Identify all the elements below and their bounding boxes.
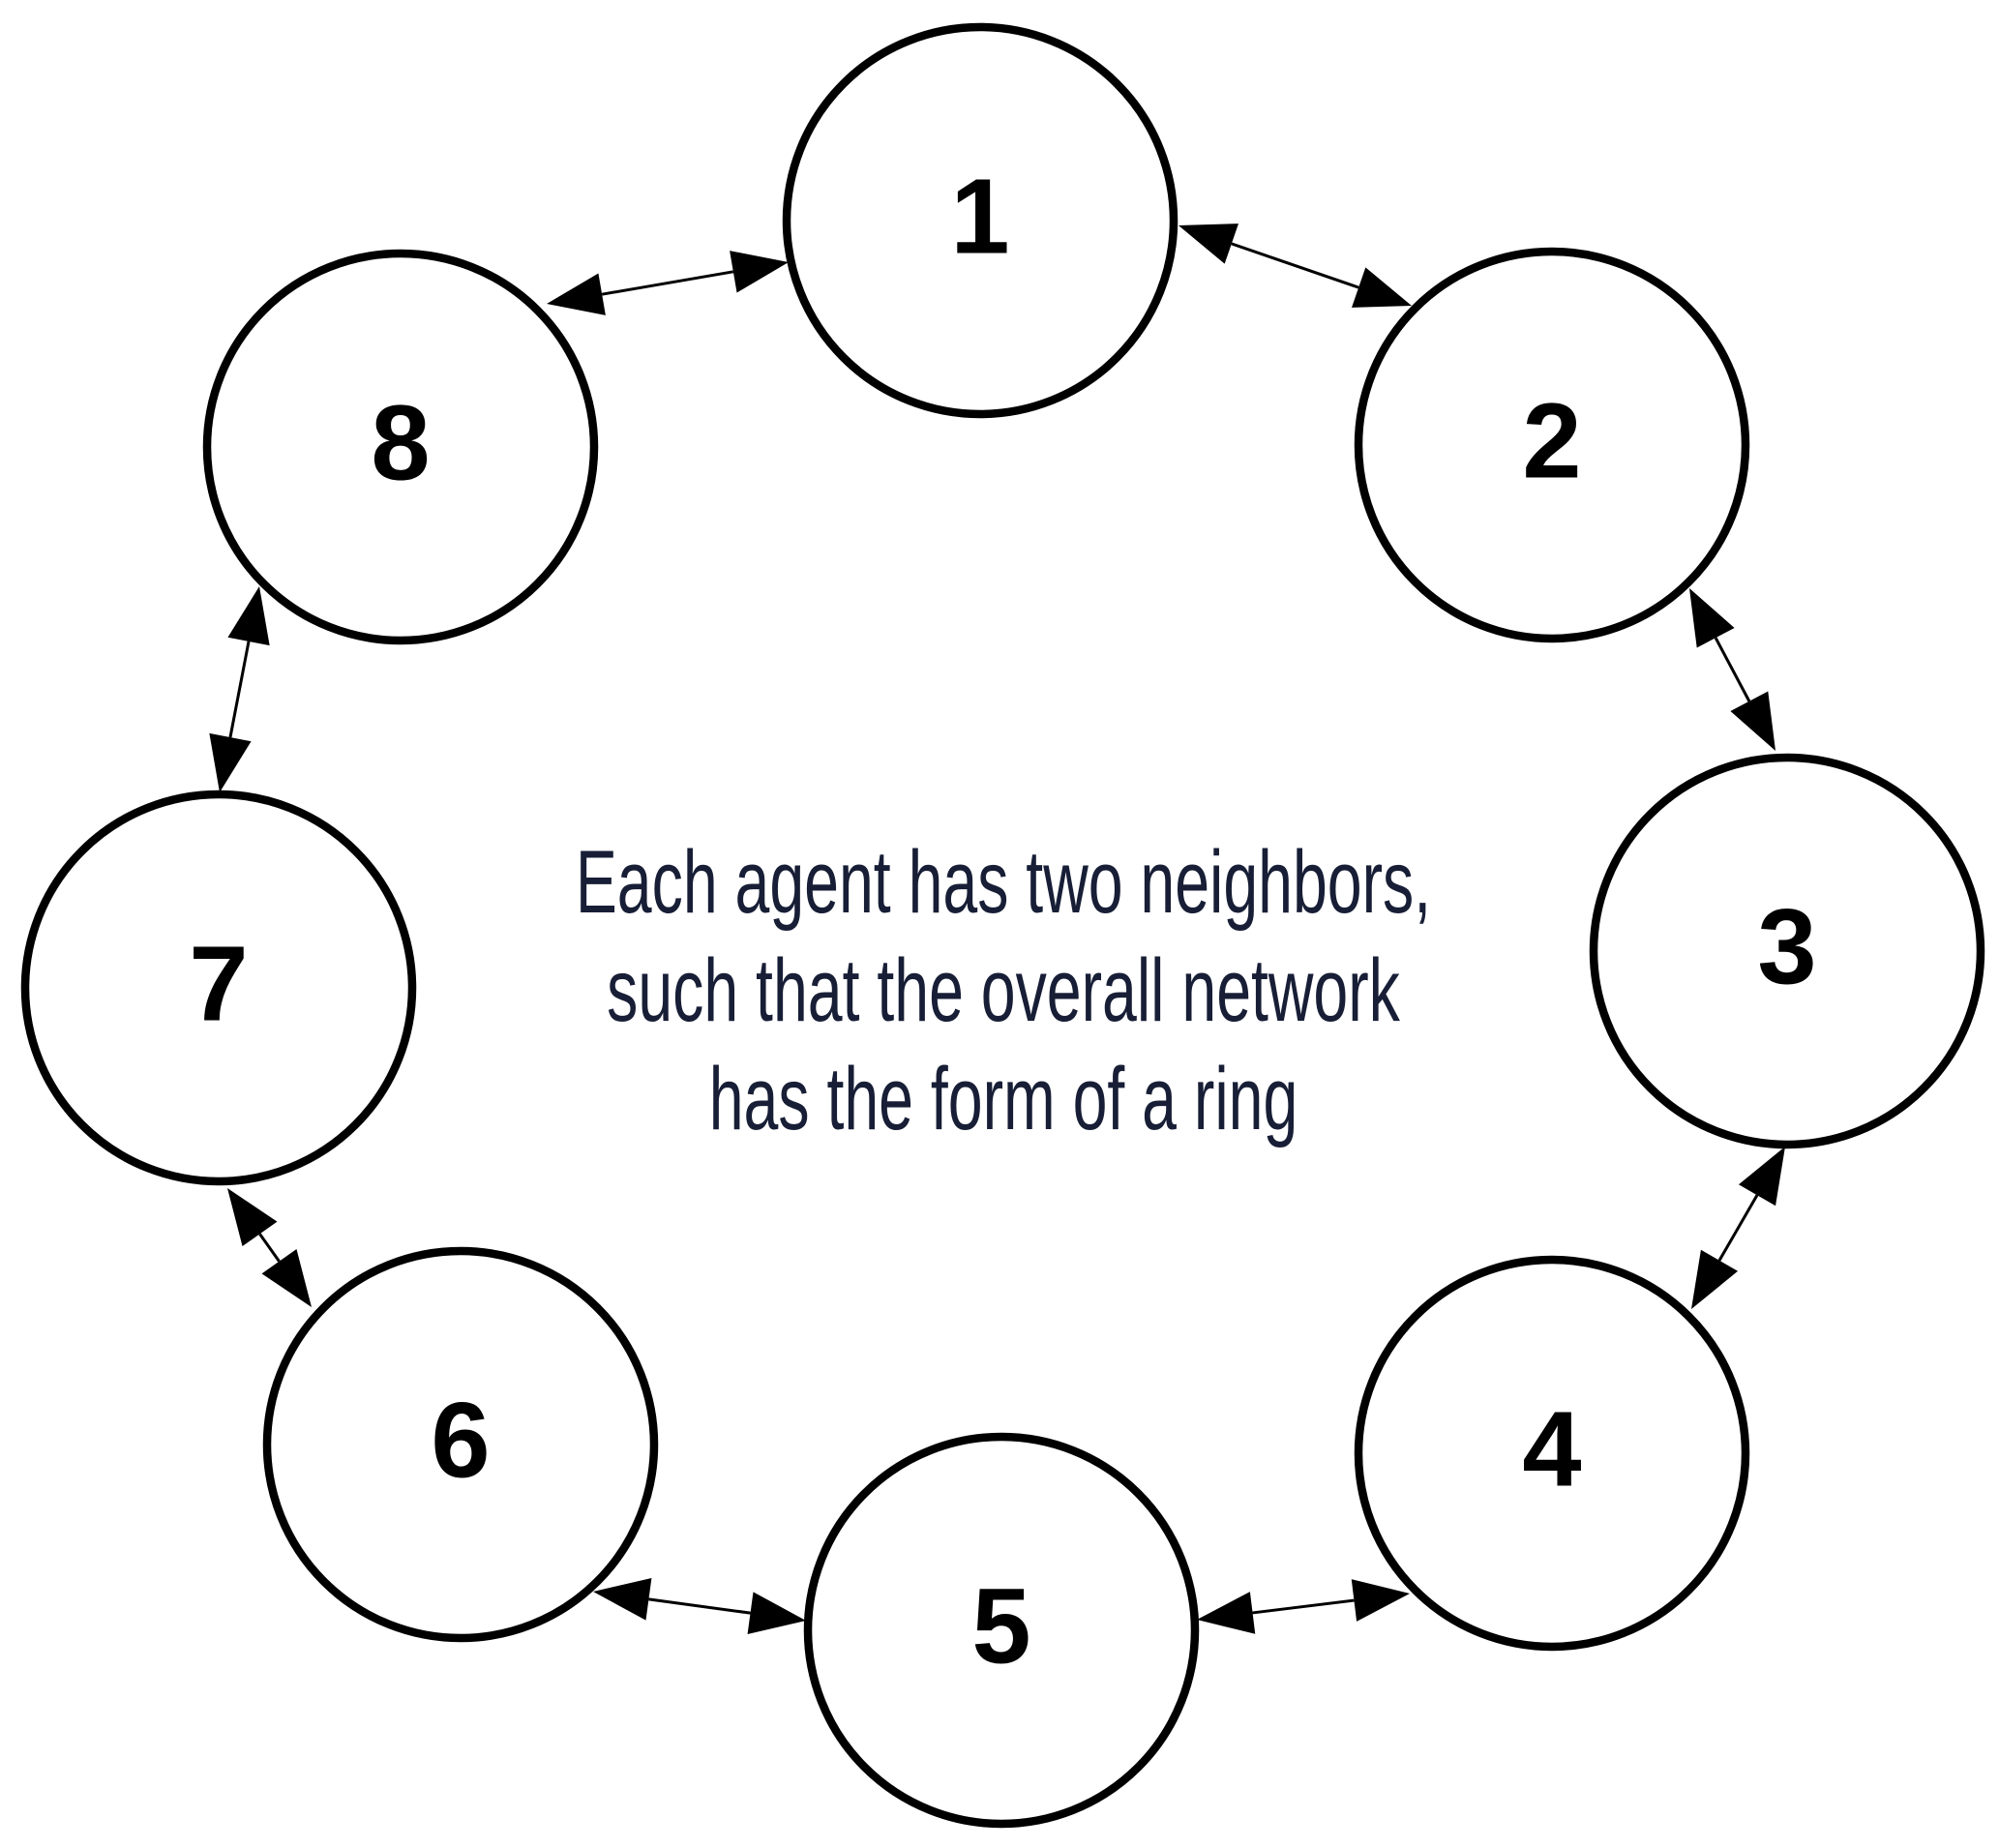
edge-line-5-6 <box>648 1597 751 1615</box>
caption-line-1: Each agent has two neighbors, <box>575 833 1432 932</box>
arrowhead-toward-1 <box>1179 224 1239 264</box>
node-circle-2 <box>1354 247 1750 643</box>
node-5-label: 5 <box>971 1566 1031 1686</box>
arrowhead-toward-1 <box>730 251 789 293</box>
edge-line-2-3 <box>1714 637 1751 702</box>
node-circle-3 <box>1589 753 1985 1149</box>
node-8-label: 8 <box>371 383 431 503</box>
arrowhead-toward-6 <box>593 1578 652 1621</box>
arrowhead-toward-2 <box>1351 267 1412 308</box>
node-2-label: 2 <box>1522 381 1582 501</box>
node-1-label: 1 <box>950 157 1010 277</box>
arrowhead-toward-7 <box>227 1188 278 1247</box>
arrowhead-toward-3 <box>1738 1147 1785 1207</box>
node-3-label: 3 <box>1757 887 1817 1007</box>
arrowhead-toward-2 <box>1689 588 1735 648</box>
node-circle-8 <box>202 249 599 645</box>
edge-line-8-1 <box>601 270 734 296</box>
arrowhead-toward-4 <box>1691 1249 1739 1309</box>
node-circle-6 <box>262 1246 659 1643</box>
arrowhead-toward-7 <box>209 732 252 792</box>
arrowhead-toward-3 <box>1730 691 1775 751</box>
node-circle-5 <box>803 1432 1200 1829</box>
arrowhead-toward-8 <box>227 586 270 646</box>
caption-line-2: such that the overall network <box>607 941 1400 1040</box>
node-7-label: 7 <box>189 924 249 1044</box>
center-caption: Each agent has two neighbors, such that … <box>576 828 1431 1153</box>
node-4-label: 4 <box>1522 1389 1582 1509</box>
arrowhead-toward-4 <box>1351 1579 1410 1622</box>
caption-line-3: has the form of a ring <box>708 1050 1298 1148</box>
edge-line-1-2 <box>1231 242 1359 289</box>
arrowhead-toward-6 <box>261 1248 312 1307</box>
arrowhead-toward-8 <box>547 273 606 315</box>
arrowhead-toward-5 <box>747 1592 806 1634</box>
node-circle-4 <box>1354 1255 1750 1652</box>
node-6-label: 6 <box>431 1381 491 1501</box>
edge-line-3-4 <box>1717 1194 1759 1262</box>
node-circle-1 <box>782 22 1179 419</box>
arrowhead-toward-5 <box>1197 1592 1256 1634</box>
edge-line-6-7 <box>258 1233 281 1263</box>
node-circle-7 <box>20 790 417 1186</box>
edge-line-4-5 <box>1252 1598 1355 1615</box>
edge-line-7-8 <box>228 641 251 738</box>
